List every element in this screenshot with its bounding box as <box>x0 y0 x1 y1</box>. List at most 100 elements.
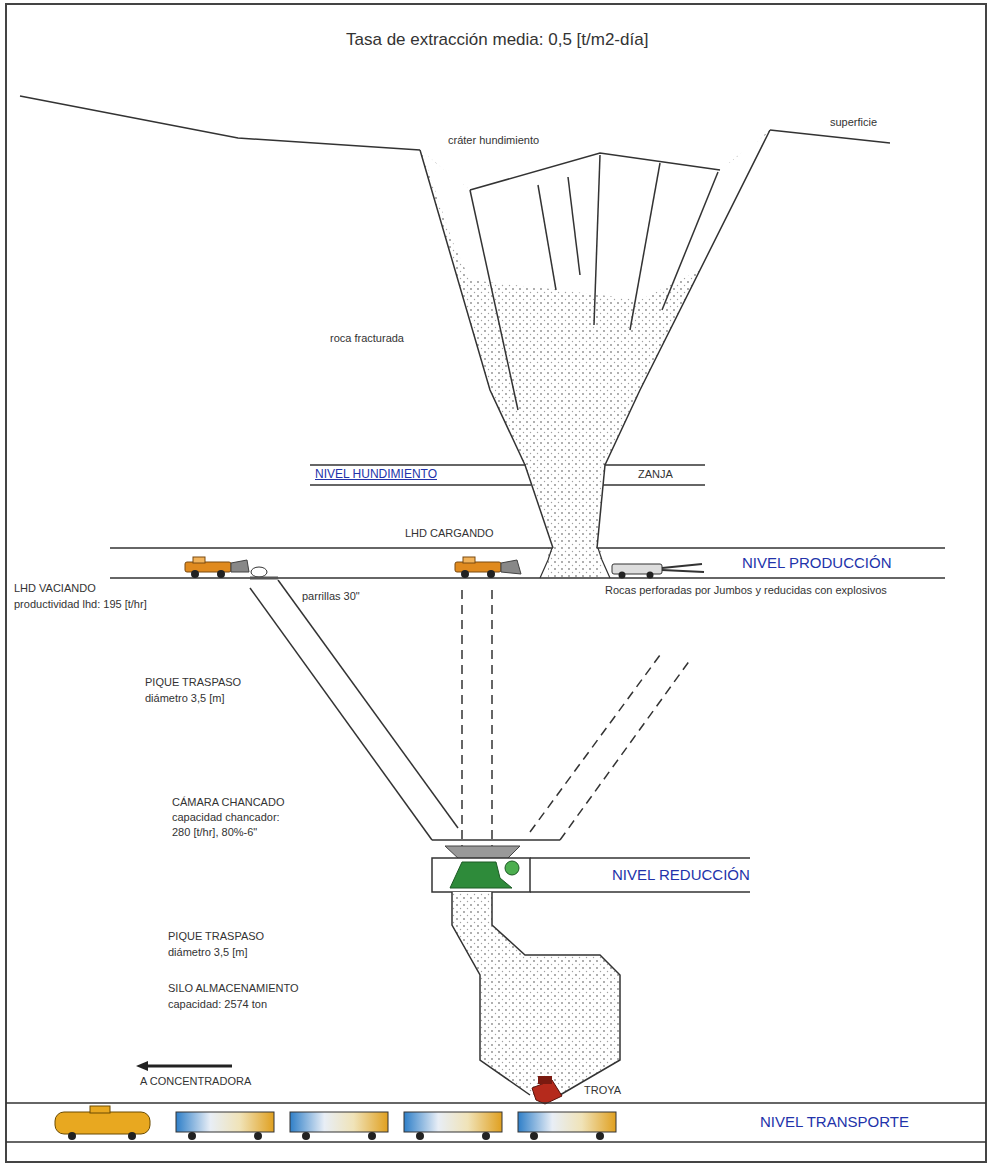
caved-rock <box>470 190 518 410</box>
jumbo-drill <box>662 570 704 572</box>
callout-label: diámetro 3,5 [m] <box>168 946 247 959</box>
lhd-dumping <box>193 557 205 563</box>
frame <box>6 4 986 1162</box>
ore-pass-lower-and-silo <box>452 892 530 1095</box>
callout-label: capacidad: 2574 ton <box>168 998 267 1011</box>
undercut-level <box>310 464 526 466</box>
callout-label: diámetro 3,5 [m] <box>145 692 224 705</box>
ore-train <box>518 1112 616 1132</box>
callout-label: superficie <box>830 116 877 129</box>
ore-train <box>302 1132 310 1140</box>
ore-train <box>176 1112 274 1132</box>
ore-pass-upper <box>461 590 463 846</box>
caved-rock <box>662 172 718 310</box>
ore-pass-upper <box>250 578 690 846</box>
ore-train <box>55 1106 616 1140</box>
production-level <box>110 577 250 579</box>
crusher-chamber <box>530 891 750 893</box>
ore-pass-upper <box>560 660 690 840</box>
ore-train <box>482 1132 490 1140</box>
level-label: NIVEL TRANSPORTE <box>760 1113 909 1131</box>
lhd-loading <box>463 557 475 563</box>
caved-rock <box>420 130 770 465</box>
callout-label: SILO ALMACENAMIENTO <box>168 982 299 995</box>
drawbell <box>525 465 553 548</box>
crusher-chamber <box>432 846 750 892</box>
caved-rock <box>630 163 660 330</box>
caved-rock <box>605 130 770 465</box>
caved-rock <box>470 153 720 190</box>
callout-label: A CONCENTRADORA <box>140 1075 251 1088</box>
production-level <box>110 547 553 549</box>
callout-label: roca fracturada <box>330 332 404 345</box>
level-label: NIVEL HUNDIMIENTO <box>315 467 437 481</box>
lhd-loading <box>501 560 521 574</box>
lhd-dumping <box>217 570 225 578</box>
production-level <box>110 548 945 578</box>
crusher-chamber <box>450 862 512 888</box>
lhd-loading <box>455 562 501 572</box>
ore-train <box>368 1132 376 1140</box>
ore-pass-upper <box>491 590 493 846</box>
callout-label: parrillas 30" <box>302 590 360 603</box>
crusher-chamber <box>505 861 519 875</box>
jumbo-drill <box>612 564 704 579</box>
jumbo-drill <box>619 572 626 579</box>
ore-train <box>416 1132 424 1140</box>
callout-label: Rocas perforadas por Jumbos y reducidas … <box>605 584 895 597</box>
lhd-dumping <box>185 557 267 578</box>
callout-label: 280 [t/hr], 80%-6" <box>172 826 257 839</box>
caved-rock <box>538 185 556 290</box>
undercut-level <box>310 465 705 485</box>
caved-rock <box>594 155 600 325</box>
lhd-dumping <box>191 570 199 578</box>
callout-label: TROYA <box>584 1084 621 1097</box>
undercut-level <box>599 484 705 486</box>
direction-arrow <box>136 1061 148 1071</box>
jumbo-drill <box>647 572 654 579</box>
ore-train <box>290 1112 388 1132</box>
lhd-dumping <box>185 562 231 572</box>
undercut-level <box>310 484 531 486</box>
ore-train <box>55 1112 150 1134</box>
chute-troya <box>532 1076 562 1104</box>
callout-label: LHD VACIANDO <box>14 582 96 595</box>
crusher-chamber <box>530 857 750 859</box>
production-level <box>597 547 945 549</box>
ore-train <box>596 1132 604 1140</box>
drawbell <box>540 548 552 578</box>
transport-level <box>6 1102 986 1104</box>
ore-pass-upper <box>250 577 278 580</box>
lhd-loading <box>461 570 469 578</box>
drawbell <box>525 465 605 548</box>
ore-train <box>68 1132 76 1140</box>
surface <box>20 96 420 150</box>
surface <box>770 130 890 143</box>
ore-pass-upper <box>530 655 660 832</box>
drawbell <box>548 548 602 578</box>
ore-train <box>530 1132 538 1140</box>
callout-label: CÁMARA CHANCADO <box>172 796 284 809</box>
callout-label: productividad lhd: 195 [t/hr] <box>14 598 147 611</box>
callout-label: PIQUE TRASPASO <box>145 676 241 689</box>
chute-troya <box>538 1076 552 1084</box>
caved-rock <box>568 177 580 275</box>
drawbell <box>597 465 605 548</box>
diagram-title: Tasa de extracción media: 0,5 [t/m2-día] <box>346 30 648 50</box>
drawbell <box>598 548 610 578</box>
ore-train <box>90 1106 110 1113</box>
caved-rock <box>420 130 770 465</box>
lhd-dumping <box>231 560 249 572</box>
ore-pass-lower-and-silo <box>452 892 620 1095</box>
level-label: NIVEL PRODUCCIÓN <box>742 554 891 572</box>
lhd-dumping <box>251 567 267 577</box>
crusher-chamber <box>432 858 530 892</box>
ore-train <box>254 1132 262 1140</box>
ore-train <box>128 1132 136 1140</box>
callout-label: cráter hundimiento <box>448 134 539 147</box>
ore-pass-upper <box>432 839 560 841</box>
callout-label: capacidad chancador: <box>172 811 280 824</box>
direction-arrow <box>136 1061 232 1071</box>
